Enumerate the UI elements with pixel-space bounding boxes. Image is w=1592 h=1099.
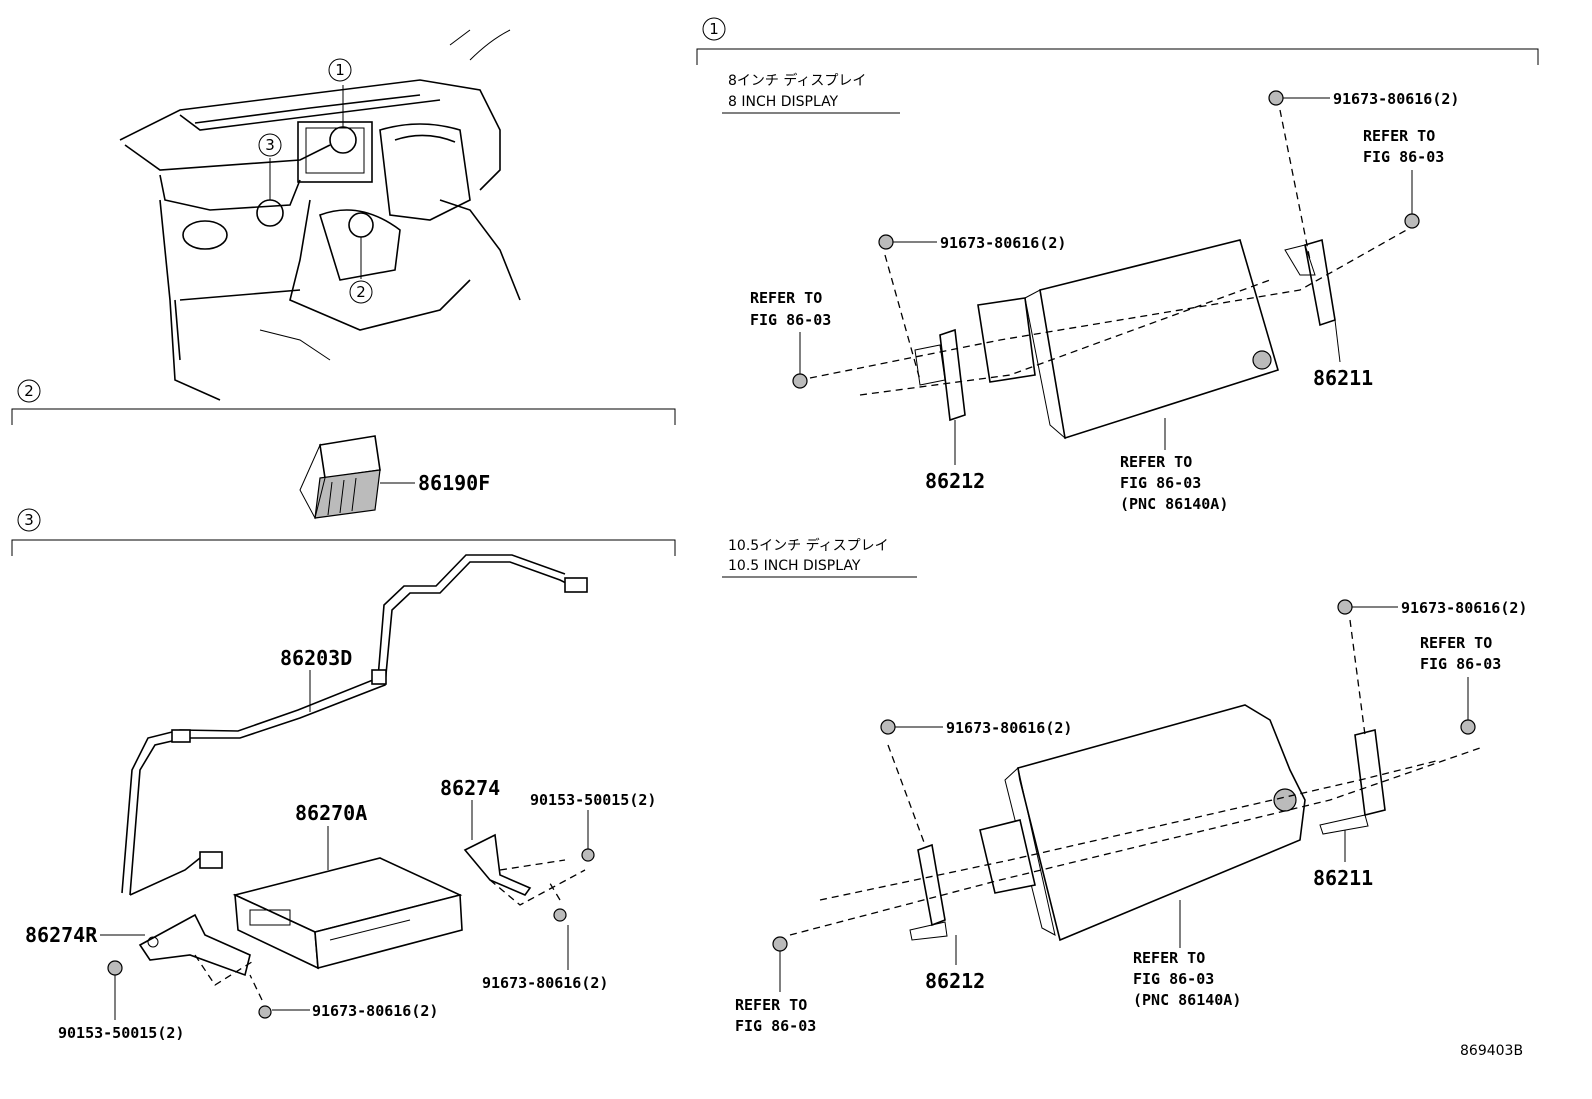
label-86190F: 86190F [418,471,490,495]
label-10-refer-right-1: REFER TO [1420,634,1492,652]
label-8-refer-left-2: FIG 86-03 [750,311,831,329]
label-10-refer-bottom-1: REFER TO [1133,949,1205,967]
display-8-inch-group: 8インチ ディスプレイ 8 INCH DISPLAY [722,72,1459,513]
label-10-86211: 86211 [1313,866,1373,890]
label-10-screw-top: 91673-80616(2) [1401,599,1527,617]
header-8inch-en: 8 INCH DISPLAY [728,94,839,110]
bracket-86212-8 [914,328,966,422]
label-8-screw-top: 91673-80616(2) [1333,90,1459,108]
section-2-marker: 2 [24,382,34,400]
header-10inch-jp: 10.5インチ ディスプレイ [728,537,889,554]
label-8-refer-bottom-2: FIG 86-03 [1120,474,1201,492]
section-3: 3 86203D 86270A 86274 [11,508,676,1042]
usb-cable-86203D [121,554,588,896]
label-10-screw-left: 91673-80616(2) [946,719,1072,737]
label-10-86212: 86212 [925,969,985,993]
label-10-refer-bottom-2: FIG 86-03 [1133,970,1214,988]
overview-callout-3: 3 [265,136,275,154]
switch-part [299,435,381,520]
header-8inch-jp: 8インチ ディスプレイ [728,72,866,89]
section-3-marker: 3 [24,511,34,529]
label-screw-bottom: 91673-80616(2) [312,1002,438,1020]
section-2: 2 86190F [11,379,676,520]
label-8-refer-bottom-1: REFER TO [1120,453,1192,471]
figure-id: 869403B [1460,1043,1523,1059]
label-bolt-left: 90153-50015(2) [58,1024,184,1042]
display-10-5-inch-unit [979,704,1306,942]
label-10-refer-bottom-3: (PNC 86140A) [1133,991,1241,1009]
bracket-86274 [463,833,586,906]
display-10-5-inch-group: 10.5インチ ディスプレイ 10.5 INCH DISPLAY [722,537,1527,1035]
label-8-refer-right-2: FIG 86-03 [1363,148,1444,166]
nav-unit-86270A [232,857,463,970]
label-10-refer-left-2: FIG 86-03 [735,1017,816,1035]
section-1-marker: 1 [709,20,719,38]
label-86274: 86274 [440,776,500,800]
bracket-86211-10 [1319,729,1386,835]
overview-callout-2: 2 [356,283,366,301]
bracket-86211-8 [1284,238,1336,327]
label-10-refer-left-1: REFER TO [735,996,807,1014]
label-86270A: 86270A [295,801,367,825]
display-8-inch-unit [977,239,1279,440]
label-8-refer-left-1: REFER TO [750,289,822,307]
label-10-refer-right-2: FIG 86-03 [1420,655,1501,673]
section-1: 1 8インチ ディスプレイ 8 INCH DISPLAY [696,17,1539,1035]
bracket-86274R [138,913,256,986]
bracket-86212-10 [909,843,948,941]
label-86274R: 86274R [25,923,98,947]
label-86203D: 86203D [280,646,352,670]
label-screw-right: 91673-80616(2) [482,974,608,992]
dashboard-overview-illustration: 1 3 2 [119,29,521,401]
label-8-refer-right-1: REFER TO [1363,127,1435,145]
overview-callout-1: 1 [335,61,345,79]
label-8-86211: 86211 [1313,366,1373,390]
label-bolt-right: 90153-50015(2) [530,791,656,809]
label-8-86212: 86212 [925,469,985,493]
header-10inch-en: 10.5 INCH DISPLAY [728,558,861,574]
label-8-screw-left: 91673-80616(2) [940,234,1066,252]
label-8-refer-bottom-3: (PNC 86140A) [1120,495,1228,513]
